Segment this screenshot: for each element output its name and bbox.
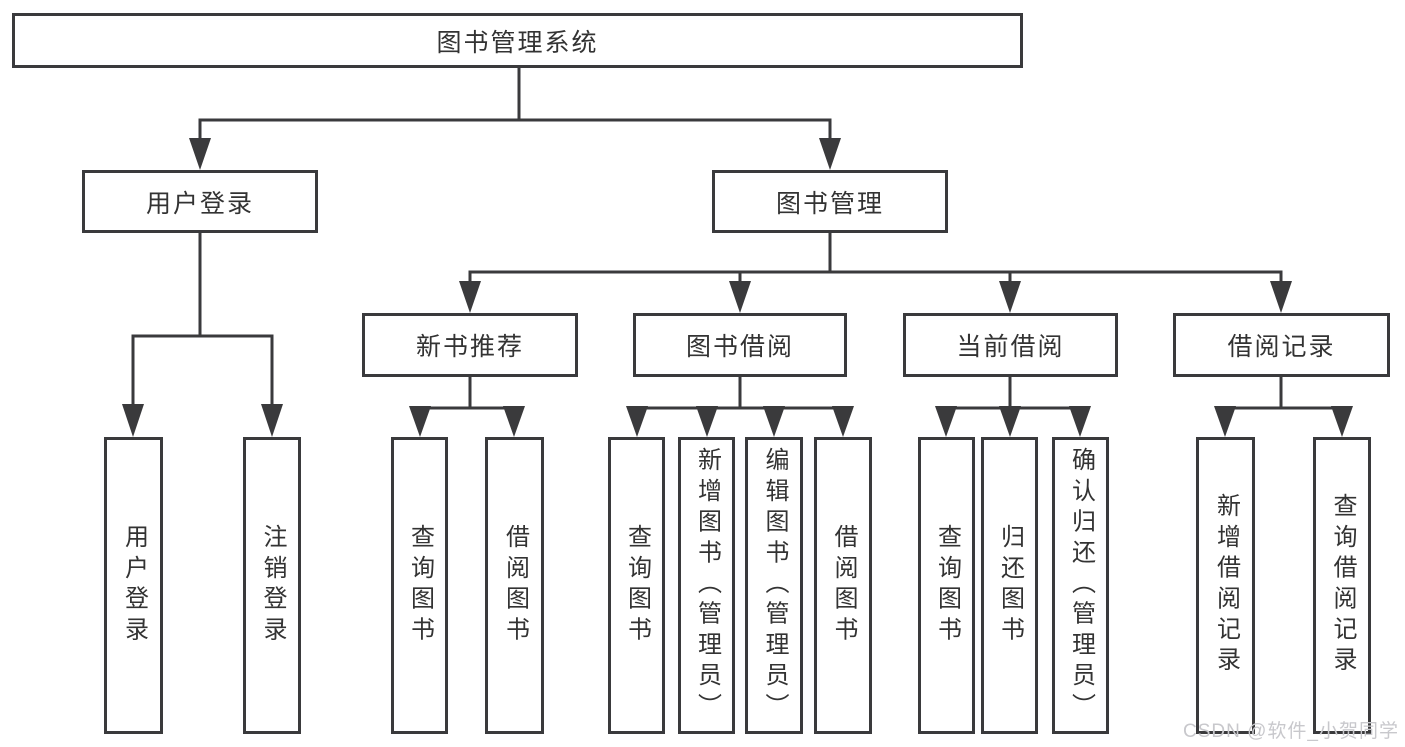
node-new-book-recommend: 新书推荐 xyxy=(362,313,578,377)
arrowhead xyxy=(122,404,144,437)
node-borrow-record-label: 借阅记录 xyxy=(1227,333,1336,361)
leaf-borrow-book-label: 借阅图书 xyxy=(830,524,857,647)
leaf-borrow-add-admin: 新增图书（管理员） xyxy=(678,437,735,734)
arrowheads xyxy=(122,138,1353,437)
arrowhead xyxy=(832,406,854,437)
leaf-newbook-borrow-label: 借阅图书 xyxy=(501,524,529,647)
leaf-record-query: 查询借阅记录 xyxy=(1313,437,1371,734)
arrowhead xyxy=(935,406,957,437)
leaf-record-query-label: 查询借阅记录 xyxy=(1329,493,1356,678)
node-current-borrow: 当前借阅 xyxy=(903,313,1118,377)
arrowhead xyxy=(819,138,841,170)
arrowhead xyxy=(1214,406,1236,437)
leaf-confirm-return-admin: 确认归还（管理员） xyxy=(1052,437,1109,734)
node-book-borrow: 图书借阅 xyxy=(633,313,847,377)
node-book-management: 图书管理 xyxy=(712,170,948,233)
arrowhead xyxy=(999,406,1021,437)
csdn-watermark: CSDN @软件_小贺同学 xyxy=(1183,721,1399,742)
leaf-record-add: 新增借阅记录 xyxy=(1196,437,1255,734)
node-user-login-label: 用户登录 xyxy=(145,189,254,218)
leaf-user-login: 用户登录 xyxy=(104,437,163,734)
arrowhead xyxy=(696,406,718,437)
leaf-borrow-edit-admin-label: 编辑图书（管理员） xyxy=(761,447,788,724)
leaf-user-login-label: 用户登录 xyxy=(120,524,148,647)
leaf-record-add-label: 新增借阅记录 xyxy=(1212,493,1240,678)
node-borrow-record: 借阅记录 xyxy=(1173,313,1390,377)
arrowhead xyxy=(459,281,481,313)
arrowhead xyxy=(626,406,648,437)
node-user-login: 用户登录 xyxy=(82,170,318,233)
arrowhead xyxy=(189,138,211,170)
node-book-borrow-label: 图书借阅 xyxy=(685,333,794,361)
arrowhead xyxy=(1331,406,1353,437)
leaf-borrow-book: 借阅图书 xyxy=(814,437,872,734)
leaf-return-book: 归还图书 xyxy=(981,437,1038,734)
node-new-book-recommend-label: 新书推荐 xyxy=(415,333,524,361)
node-current-borrow-label: 当前借阅 xyxy=(956,333,1065,361)
leaf-borrow-edit-admin: 编辑图书（管理员） xyxy=(745,437,803,734)
arrowhead xyxy=(1069,406,1091,437)
arrowhead xyxy=(409,406,431,437)
arrowhead xyxy=(503,406,525,437)
node-root: 图书管理系统 xyxy=(12,13,1023,68)
leaf-logout: 注销登录 xyxy=(243,437,301,734)
node-root-label: 图书管理系统 xyxy=(436,28,599,57)
arrowhead xyxy=(261,404,283,437)
leaf-borrow-add-admin-label: 新增图书（管理员） xyxy=(693,447,721,724)
arrowhead xyxy=(1270,281,1292,313)
connector-lines xyxy=(131,66,1344,412)
arrowhead xyxy=(729,281,751,313)
leaf-current-query-label: 查询图书 xyxy=(933,524,961,647)
leaf-borrow-query: 查询图书 xyxy=(608,437,665,734)
arrowhead xyxy=(763,406,785,437)
leaf-newbook-query: 查询图书 xyxy=(391,437,448,734)
leaf-confirm-return-admin-label: 确认归还（管理员） xyxy=(1067,447,1095,724)
leaf-return-book-label: 归还图书 xyxy=(996,524,1024,647)
leaf-borrow-query-label: 查询图书 xyxy=(623,524,651,647)
node-book-management-label: 图书管理 xyxy=(775,189,884,218)
leaf-newbook-query-label: 查询图书 xyxy=(406,524,434,647)
leaf-current-query: 查询图书 xyxy=(918,437,975,734)
leaf-newbook-borrow: 借阅图书 xyxy=(485,437,544,734)
arrowhead xyxy=(999,281,1021,313)
leaf-logout-label: 注销登录 xyxy=(259,524,286,647)
